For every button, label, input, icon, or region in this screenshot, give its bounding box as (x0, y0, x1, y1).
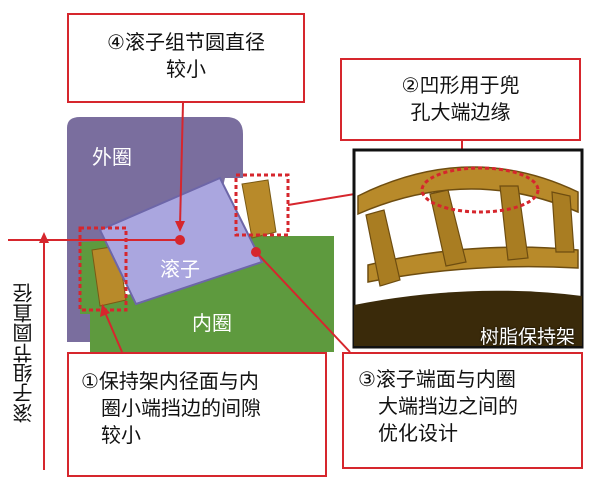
callout-4-line-1: ④滚子组节圆直径 (107, 30, 265, 54)
pitch-diameter-label: 滚子组节圆直径 (12, 283, 36, 423)
callout-4: ④滚子组节圆直径 较小 (67, 13, 305, 103)
callout-3-line-3: 优化设计 (378, 421, 458, 445)
leader-3 (255, 251, 351, 353)
callout-4-line-2: 较小 (166, 57, 206, 81)
roller-label: 滚子 (160, 257, 200, 281)
callout-2-line-1: ②凹形用于兜 (401, 73, 520, 97)
pitch-point (175, 235, 185, 245)
callout-2: ②凹形用于兜 孔大端边缘 (340, 58, 581, 141)
cage-photo (352, 148, 584, 349)
callout-1-line-1: ①保持架内径面与内 (81, 369, 259, 393)
cage-label: 树脂保持架 (479, 326, 575, 348)
callout-1-line-3: 较小 (101, 423, 141, 447)
inner-ring (80, 236, 334, 352)
leader-1-arrow (100, 304, 110, 317)
callout-3: ③滚子端面与内圈 大端挡边之间的 优化设计 (342, 352, 583, 469)
cage-large-end (241, 179, 277, 239)
callout-1-line-2: 圈小端挡边的间隙 (101, 396, 261, 420)
callout-3-line-1: ③滚子端面与内圈 (358, 367, 516, 391)
inner-ring-label: 内圈 (192, 311, 232, 335)
outer-ring-label: 外圈 (92, 145, 132, 169)
callout-3-line-2: 大端挡边之间的 (378, 394, 518, 418)
callout-1: ①保持架内径面与内 圈小端挡边的间隙 较小 (67, 352, 327, 477)
callout-2-line-2: 孔大端边缘 (410, 100, 511, 124)
leader-4 (179, 102, 184, 227)
leader-4-arrow (175, 221, 185, 232)
leader-1 (103, 309, 123, 353)
